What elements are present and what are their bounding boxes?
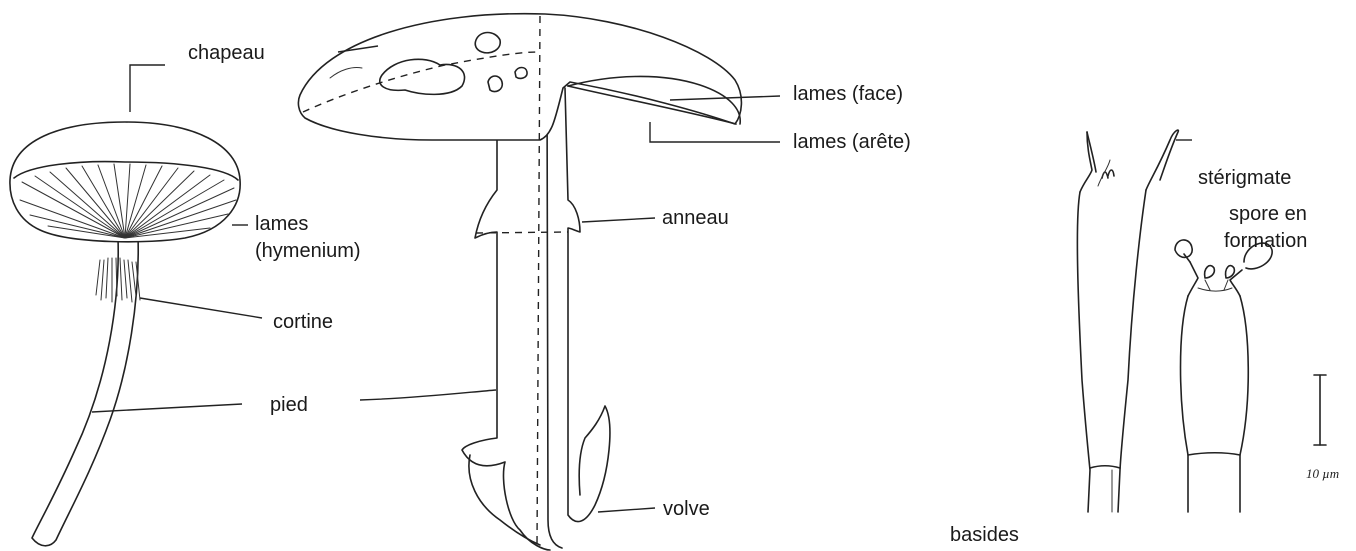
label-cortine: cortine — [273, 311, 333, 333]
chapeau-left-leader — [130, 65, 165, 112]
label-pied: pied — [270, 394, 308, 416]
volve-leader — [598, 508, 655, 512]
label-scale: 10 µm — [1306, 466, 1339, 481]
label-lames-face: lames (face) — [793, 83, 903, 105]
label-lames: lames — [255, 213, 308, 235]
label-hymenium: (hymenium) — [255, 240, 361, 262]
section-mushroom-icon — [298, 14, 741, 550]
scale-bar-icon — [1314, 375, 1326, 445]
label-formation: formation — [1224, 230, 1307, 252]
pied-section-leader — [360, 390, 496, 400]
cortine-leader — [140, 298, 262, 318]
label-sterigmate: stérigmate — [1198, 167, 1291, 189]
label-lames-arete: lames (arête) — [793, 131, 911, 153]
lames-arete-leader — [650, 122, 780, 142]
label-volve: volve — [663, 498, 710, 520]
label-chapeau: chapeau — [188, 42, 265, 64]
left-mushroom-icon — [10, 122, 240, 546]
label-anneau: anneau — [662, 207, 729, 229]
label-basides: basides — [950, 524, 1019, 546]
label-spore-en: spore en — [1229, 203, 1307, 225]
anneau-leader — [582, 218, 655, 222]
